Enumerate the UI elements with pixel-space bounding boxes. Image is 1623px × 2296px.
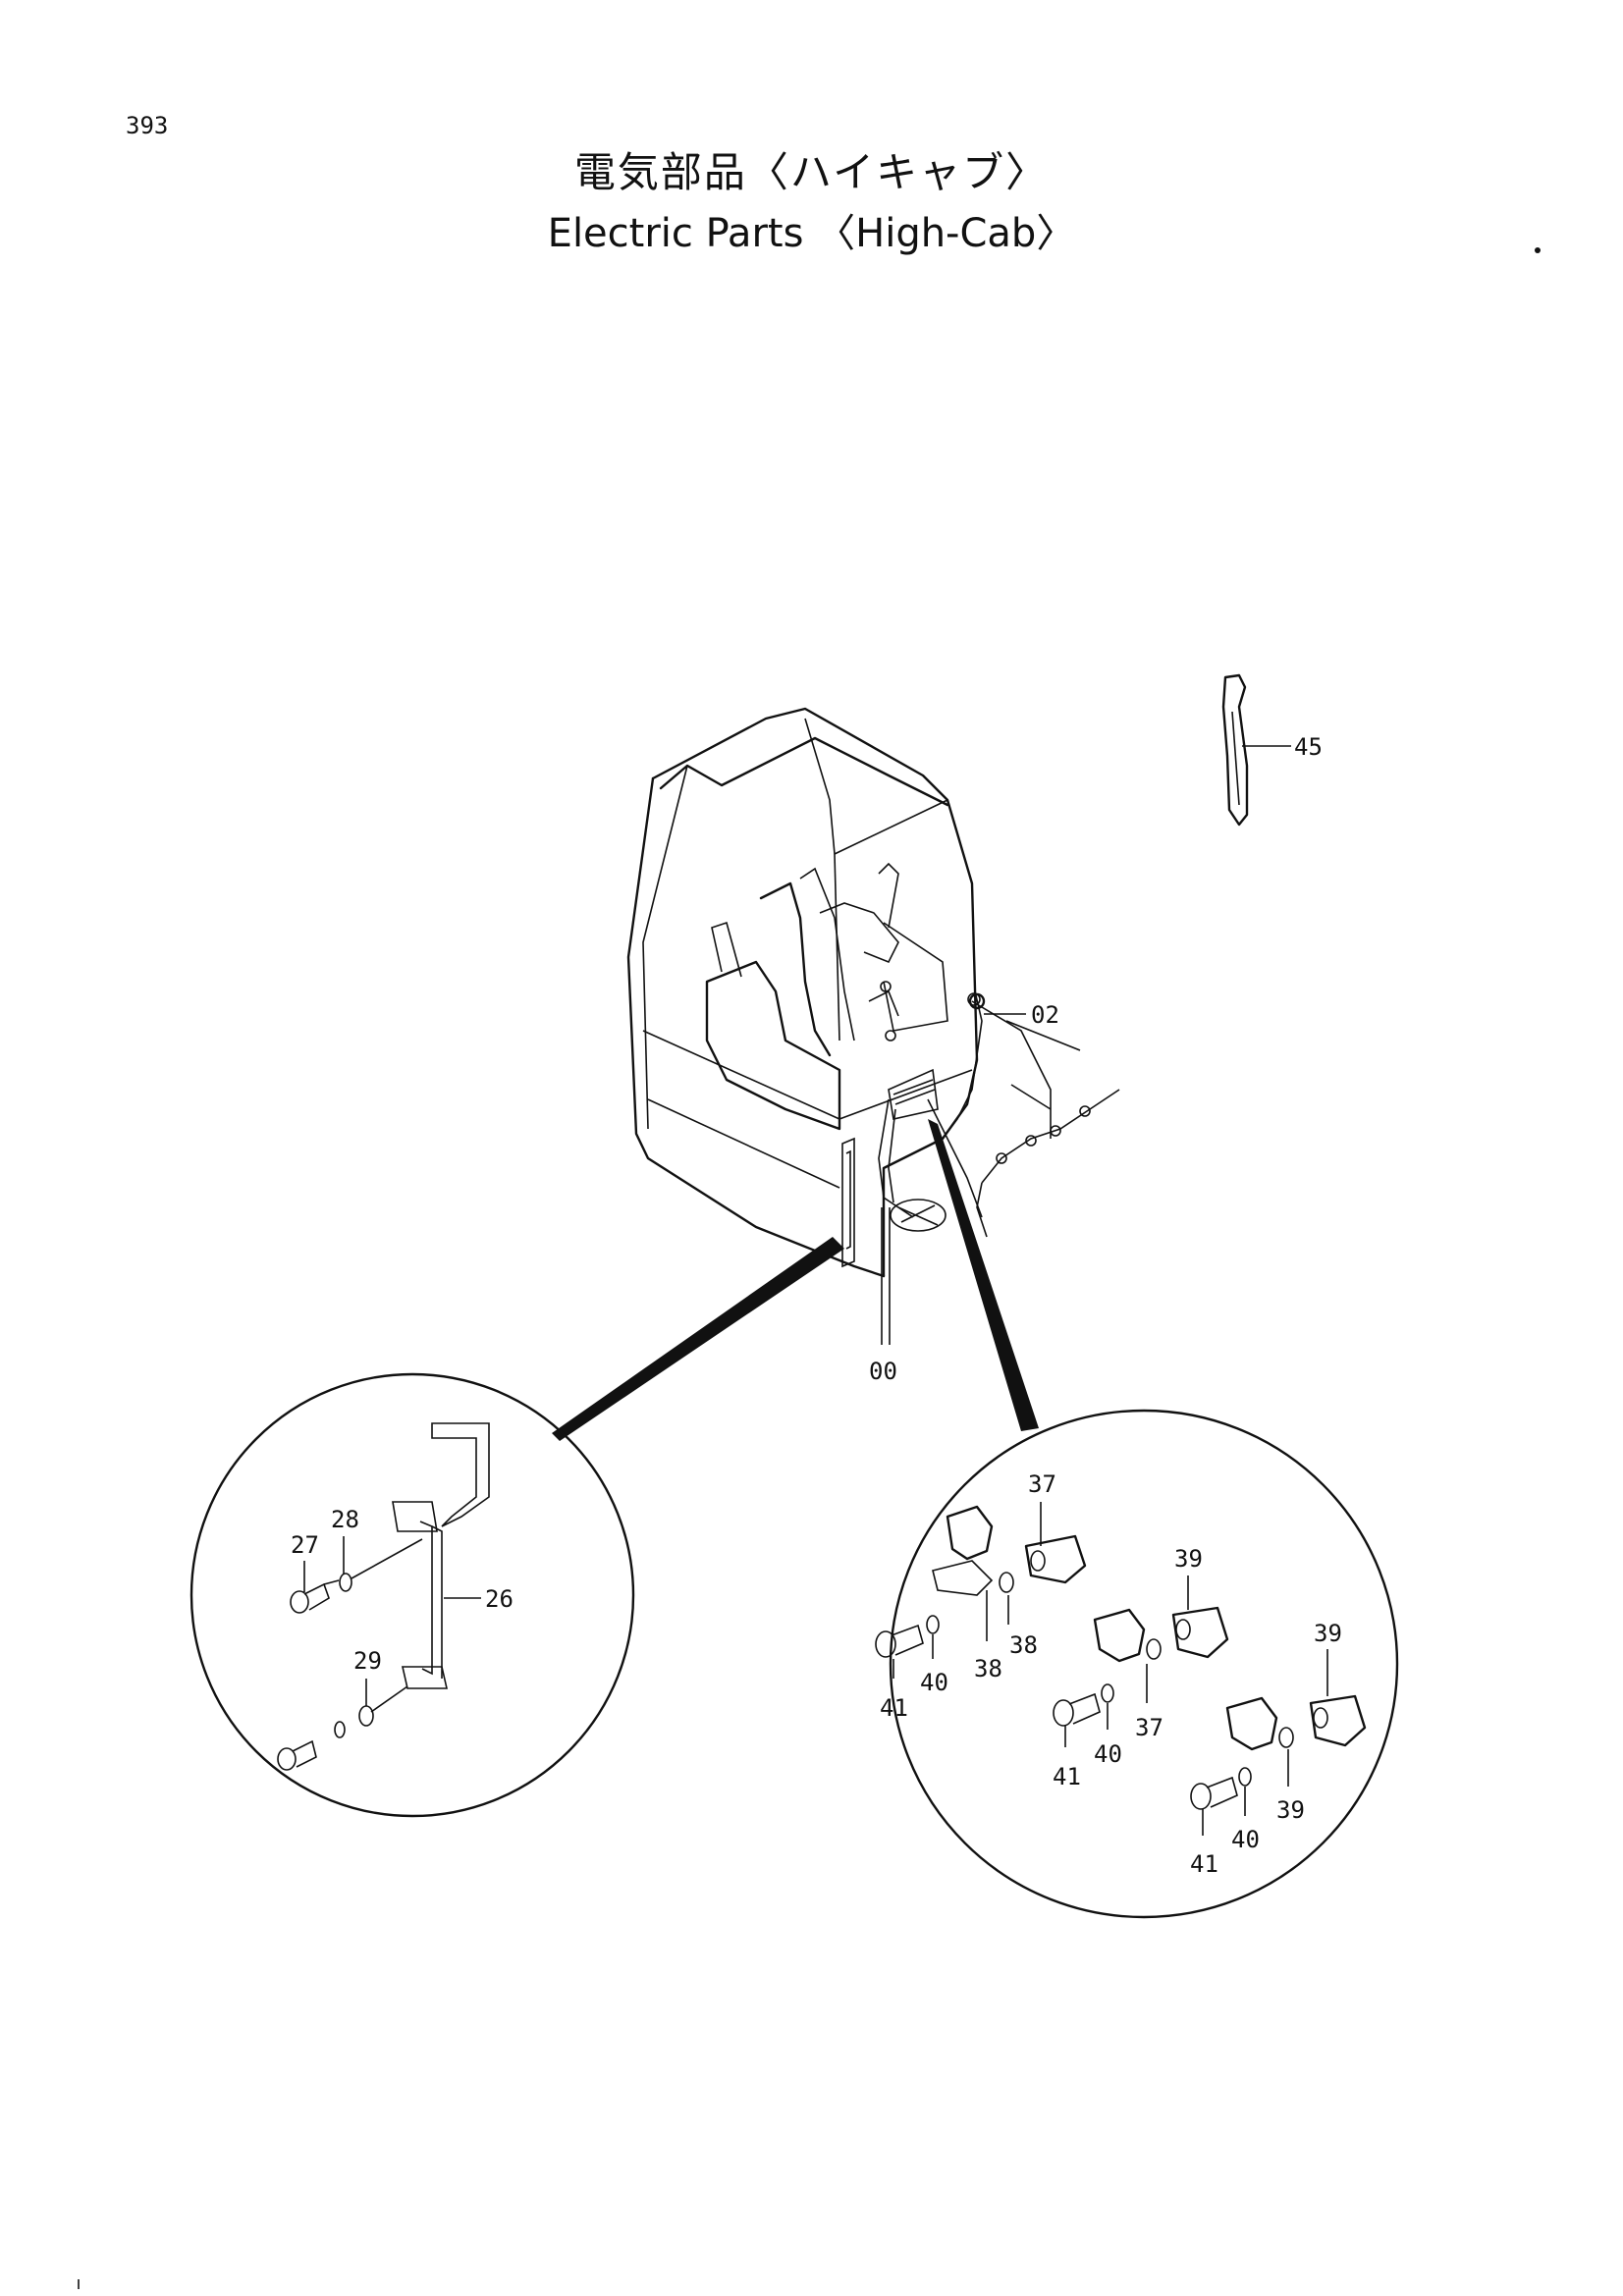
clip-set-3 bbox=[1190, 1694, 1367, 1810]
cab-assembly bbox=[626, 707, 1120, 1278]
detail-circle-right: 37 39 39 38 38 40 41 37 40 41 39 40 41 bbox=[875, 1409, 1399, 1919]
callout-39-bottom: 39 bbox=[1276, 1796, 1305, 1824]
callout-27: 27 bbox=[291, 1531, 319, 1559]
part-45-cable-tie: 45 bbox=[1221, 673, 1323, 827]
callout-40-mid: 40 bbox=[1094, 1740, 1122, 1768]
callout-00: 00 bbox=[869, 1358, 897, 1385]
leader-wedge-left bbox=[552, 1237, 844, 1441]
page-title-english: Electric Parts 〈High-Cab〉 bbox=[547, 211, 1076, 256]
clip-set-2 bbox=[1053, 1606, 1229, 1727]
callout-29: 29 bbox=[353, 1647, 382, 1675]
detail-circle-left: 27 28 29 26 bbox=[189, 1372, 635, 1818]
page-number: 393 bbox=[126, 112, 169, 139]
callout-41-top: 41 bbox=[880, 1694, 908, 1722]
callout-38-right: 38 bbox=[1009, 1631, 1038, 1659]
callout-45: 45 bbox=[1294, 733, 1323, 761]
clip-set-1 bbox=[875, 1505, 1087, 1658]
callout-39-right: 39 bbox=[1314, 1620, 1342, 1647]
callout-41-mid: 41 bbox=[1053, 1763, 1081, 1790]
callout-40-top: 40 bbox=[920, 1669, 948, 1696]
callout-37-mid: 37 bbox=[1135, 1714, 1163, 1741]
leader-wedge-right bbox=[928, 1119, 1039, 1431]
stray-mark bbox=[1535, 247, 1541, 253]
part-28-washer bbox=[339, 1538, 423, 1592]
callout-41-bottom: 41 bbox=[1190, 1850, 1218, 1878]
part-27-screw bbox=[290, 1579, 340, 1614]
callout-37-top: 37 bbox=[1028, 1470, 1056, 1498]
callout-28: 28 bbox=[331, 1506, 359, 1533]
callout-38-left: 38 bbox=[974, 1655, 1002, 1682]
page-title-japanese: 電気部品〈ハイキャブ〉 bbox=[573, 148, 1050, 196]
screw-lower bbox=[277, 1739, 317, 1771]
part-29-washer bbox=[334, 1685, 408, 1738]
callout-40-bottom: 40 bbox=[1231, 1826, 1260, 1853]
callout-39-top: 39 bbox=[1174, 1545, 1203, 1573]
callout-26: 26 bbox=[485, 1585, 514, 1613]
part-02-harness: 02 bbox=[968, 992, 1059, 1029]
part-00-callout: 00 bbox=[869, 1207, 897, 1385]
callout-02: 02 bbox=[1031, 1001, 1059, 1029]
